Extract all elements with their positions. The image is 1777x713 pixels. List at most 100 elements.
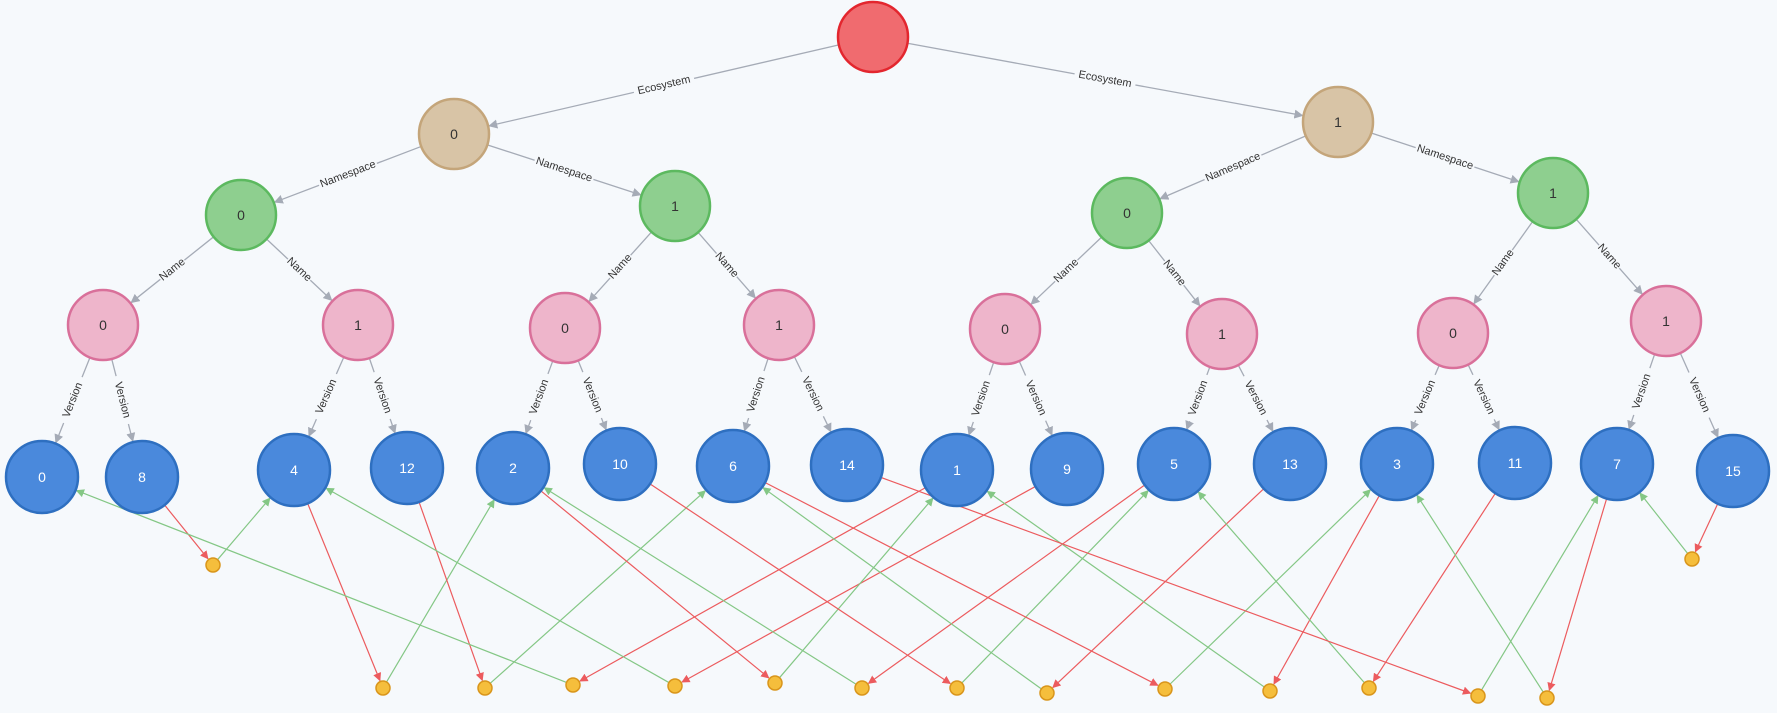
version-node-circle[interactable]	[256, 432, 332, 508]
version-node-circle[interactable]	[1695, 433, 1771, 509]
leaf-node-circle[interactable]	[1262, 683, 1278, 699]
version-node-circle[interactable]	[1359, 426, 1435, 502]
node-ns00[interactable]: 0	[204, 178, 278, 252]
leaf-node-circle[interactable]	[1361, 680, 1377, 696]
name-node-circle[interactable]	[321, 288, 395, 362]
node-v3[interactable]: 3	[1359, 426, 1435, 502]
name-node-circle[interactable]	[1416, 296, 1490, 370]
version-node-circle[interactable]	[1029, 431, 1105, 507]
name-node-circle[interactable]	[1629, 284, 1703, 358]
node-L11[interactable]	[1262, 683, 1278, 699]
node-v4[interactable]: 4	[256, 432, 332, 508]
leaf-node-circle[interactable]	[767, 675, 783, 691]
node-L12[interactable]	[1361, 680, 1377, 696]
version-node-circle[interactable]	[475, 430, 551, 506]
edge-L14-v3[interactable]	[1416, 494, 1544, 693]
node-L14[interactable]	[1539, 690, 1555, 706]
edge-L5-v4[interactable]	[325, 487, 670, 684]
name-node-circle[interactable]	[528, 291, 602, 365]
edge-v6-L10[interactable]	[764, 481, 1159, 686]
version-node-circle[interactable]	[919, 432, 995, 508]
leaf-node-circle[interactable]	[667, 678, 683, 694]
node-L15[interactable]	[1684, 551, 1700, 567]
leaf-node-circle[interactable]	[565, 677, 581, 693]
edge-v1-L4[interactable]	[579, 487, 926, 682]
node-eco1[interactable]: 1	[1301, 85, 1375, 159]
leaf-node-circle[interactable]	[375, 680, 391, 696]
version-node-circle[interactable]	[4, 439, 80, 515]
node-L1[interactable]	[205, 557, 221, 573]
edge-v7-L14[interactable]	[1547, 498, 1608, 692]
node-n000[interactable]: 0	[66, 288, 140, 362]
edge-v8-L1[interactable]	[164, 504, 209, 560]
leaf-node-circle[interactable]	[1684, 551, 1700, 567]
edge-v12-L3[interactable]	[418, 501, 484, 682]
node-v6[interactable]: 6	[695, 428, 771, 504]
node-n001[interactable]: 1	[321, 288, 395, 362]
node-n110[interactable]: 0	[1416, 296, 1490, 370]
edge-v5-L7[interactable]	[867, 484, 1146, 684]
edge-L4-v0[interactable]	[75, 489, 567, 684]
node-v12[interactable]: 12	[369, 430, 445, 506]
version-node-circle[interactable]	[582, 426, 658, 502]
leaf-node-circle[interactable]	[1470, 688, 1486, 704]
edge-L8-v5[interactable]	[961, 489, 1149, 684]
edge-v3-L11[interactable]	[1273, 495, 1380, 685]
edge-L3-v6[interactable]	[489, 490, 707, 684]
node-eco0[interactable]: 0	[417, 97, 491, 171]
version-node-circle[interactable]	[104, 439, 180, 515]
version-node-circle[interactable]	[695, 428, 771, 504]
leaf-node-circle[interactable]	[1157, 681, 1173, 697]
name-node-circle[interactable]	[66, 288, 140, 362]
edge-v15-L15[interactable]	[1694, 503, 1719, 553]
edge-L15-v7[interactable]	[1639, 492, 1689, 554]
name-node-circle[interactable]	[968, 292, 1042, 366]
node-root[interactable]	[836, 0, 910, 74]
leaf-node-circle[interactable]	[949, 680, 965, 696]
node-v5[interactable]: 5	[1136, 426, 1212, 502]
node-L7[interactable]	[854, 680, 870, 696]
node-n101[interactable]: 1	[1185, 297, 1259, 371]
node-ns11[interactable]: 1	[1516, 156, 1590, 230]
edge-L2-v2[interactable]	[386, 499, 495, 683]
node-v0[interactable]: 0	[4, 439, 80, 515]
node-ns01[interactable]: 1	[638, 169, 712, 243]
edge-v13-L9[interactable]	[1052, 488, 1265, 689]
edge-v11-L12[interactable]	[1372, 492, 1496, 682]
node-L4[interactable]	[565, 677, 581, 693]
node-v1[interactable]: 1	[919, 432, 995, 508]
node-v11[interactable]: 11	[1477, 425, 1553, 501]
node-v14[interactable]: 14	[809, 427, 885, 503]
node-n111[interactable]: 1	[1629, 284, 1703, 358]
edge-L11-v1[interactable]	[986, 490, 1265, 688]
edge-L9-v6[interactable]	[762, 487, 1042, 690]
node-L13[interactable]	[1470, 688, 1486, 704]
version-node-circle[interactable]	[1477, 425, 1553, 501]
namespace-node-circle[interactable]	[204, 178, 278, 252]
node-L5[interactable]	[667, 678, 683, 694]
node-v8[interactable]: 8	[104, 439, 180, 515]
edge-L10-v3[interactable]	[1169, 489, 1372, 685]
node-v9[interactable]: 9	[1029, 431, 1105, 507]
version-node-circle[interactable]	[1136, 426, 1212, 502]
name-node-circle[interactable]	[742, 288, 816, 362]
node-L9[interactable]	[1039, 685, 1055, 701]
node-v2[interactable]: 2	[475, 430, 551, 506]
version-node-circle[interactable]	[1579, 426, 1655, 502]
edge-v2-L6[interactable]	[540, 490, 770, 679]
version-node-circle[interactable]	[1252, 426, 1328, 502]
ecosystem-node-circle[interactable]	[417, 97, 491, 171]
node-n011[interactable]: 1	[742, 288, 816, 362]
node-v15[interactable]: 15	[1695, 433, 1771, 509]
namespace-node-circle[interactable]	[1090, 176, 1164, 250]
node-n010[interactable]: 0	[528, 291, 602, 365]
node-L2[interactable]	[375, 680, 391, 696]
edge-L7-v2[interactable]	[543, 487, 857, 685]
edge-L13-v7[interactable]	[1481, 495, 1599, 691]
node-L10[interactable]	[1157, 681, 1173, 697]
edge-v4-L2[interactable]	[307, 503, 382, 682]
leaf-node-circle[interactable]	[1539, 690, 1555, 706]
node-L8[interactable]	[949, 680, 965, 696]
edge-v14-L13[interactable]	[880, 476, 1472, 695]
node-ns10[interactable]: 0	[1090, 176, 1164, 250]
